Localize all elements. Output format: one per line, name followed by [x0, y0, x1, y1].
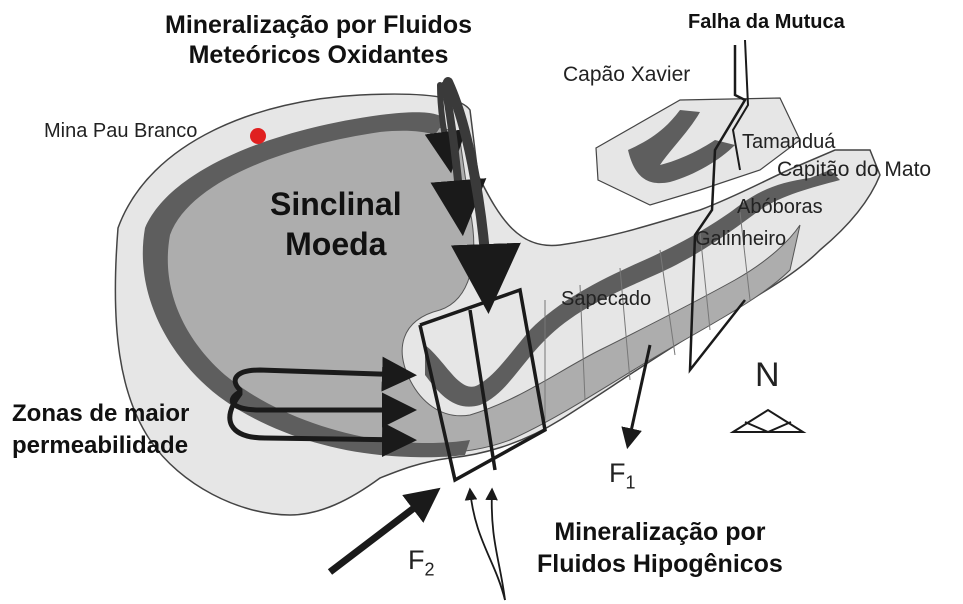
permeability-label-line-2: permeabilidade — [12, 432, 189, 459]
supergene-mineralization-title: Mineralização por Fluidos Meteóricos Oxi… — [165, 10, 472, 70]
f2-index: 2 — [424, 559, 435, 580]
meteoric-fluid-arrows — [424, 77, 521, 314]
hypogene-title-line-1: Mineralização por — [554, 518, 766, 546]
syncline-label-line-2: Moeda — [285, 226, 387, 262]
permeability-label-line-1: Zonas de maior — [12, 400, 190, 427]
f1-letter: F — [609, 458, 626, 488]
permeability-zones-label: Zonas de maior permeabilidade — [12, 398, 189, 462]
f1-arrow — [621, 344, 652, 450]
mutuca-fault-line — [688, 45, 747, 374]
supergene-title-line-1: Mineralização por Fluidos — [165, 11, 472, 39]
capao-xavier-label: Capão Xavier — [563, 63, 691, 86]
f2-letter: F — [408, 545, 425, 575]
supergene-title-line-2: Meteóricos Oxidantes — [188, 41, 449, 69]
hypogene-title-line-2: Fluidos Hipogênicos — [537, 550, 783, 578]
aboboras-label: Abóboras — [737, 196, 823, 218]
hypogene-fluid-arrows — [464, 487, 506, 601]
galinheiro-label: Galinheiro — [695, 228, 787, 250]
f2-arrow — [327, 487, 441, 575]
capitao-do-mato-label: Capitão do Mato — [777, 158, 932, 181]
tamandua-label: Tamanduá — [742, 131, 836, 153]
f1-index: 1 — [625, 472, 636, 493]
sapecado-label: Sapecado — [561, 288, 652, 310]
fault-f1-label: F1 — [609, 458, 636, 493]
front-face-slices — [544, 211, 751, 420]
hypogene-mineralization-title: Mineralização por Fluidos Hipogênicos — [537, 516, 783, 580]
north-arrow-icon — [729, 408, 807, 434]
permeability-arrows — [227, 356, 417, 458]
fault-leader-line — [731, 39, 750, 171]
mutuca-fault-label: Falha da Mutuca — [688, 11, 845, 33]
mine-marker-icon — [250, 128, 266, 144]
syncline-label-line-1: Sinclinal — [270, 186, 402, 222]
moeda-syncline-label: Sinclinal Moeda — [270, 184, 402, 264]
capao-xavier-ore — [628, 110, 735, 184]
fault-f2-label: F2 — [408, 545, 435, 580]
north-label: N — [755, 356, 780, 394]
pau-branco-mine-label: Mina Pau Branco — [44, 120, 198, 142]
